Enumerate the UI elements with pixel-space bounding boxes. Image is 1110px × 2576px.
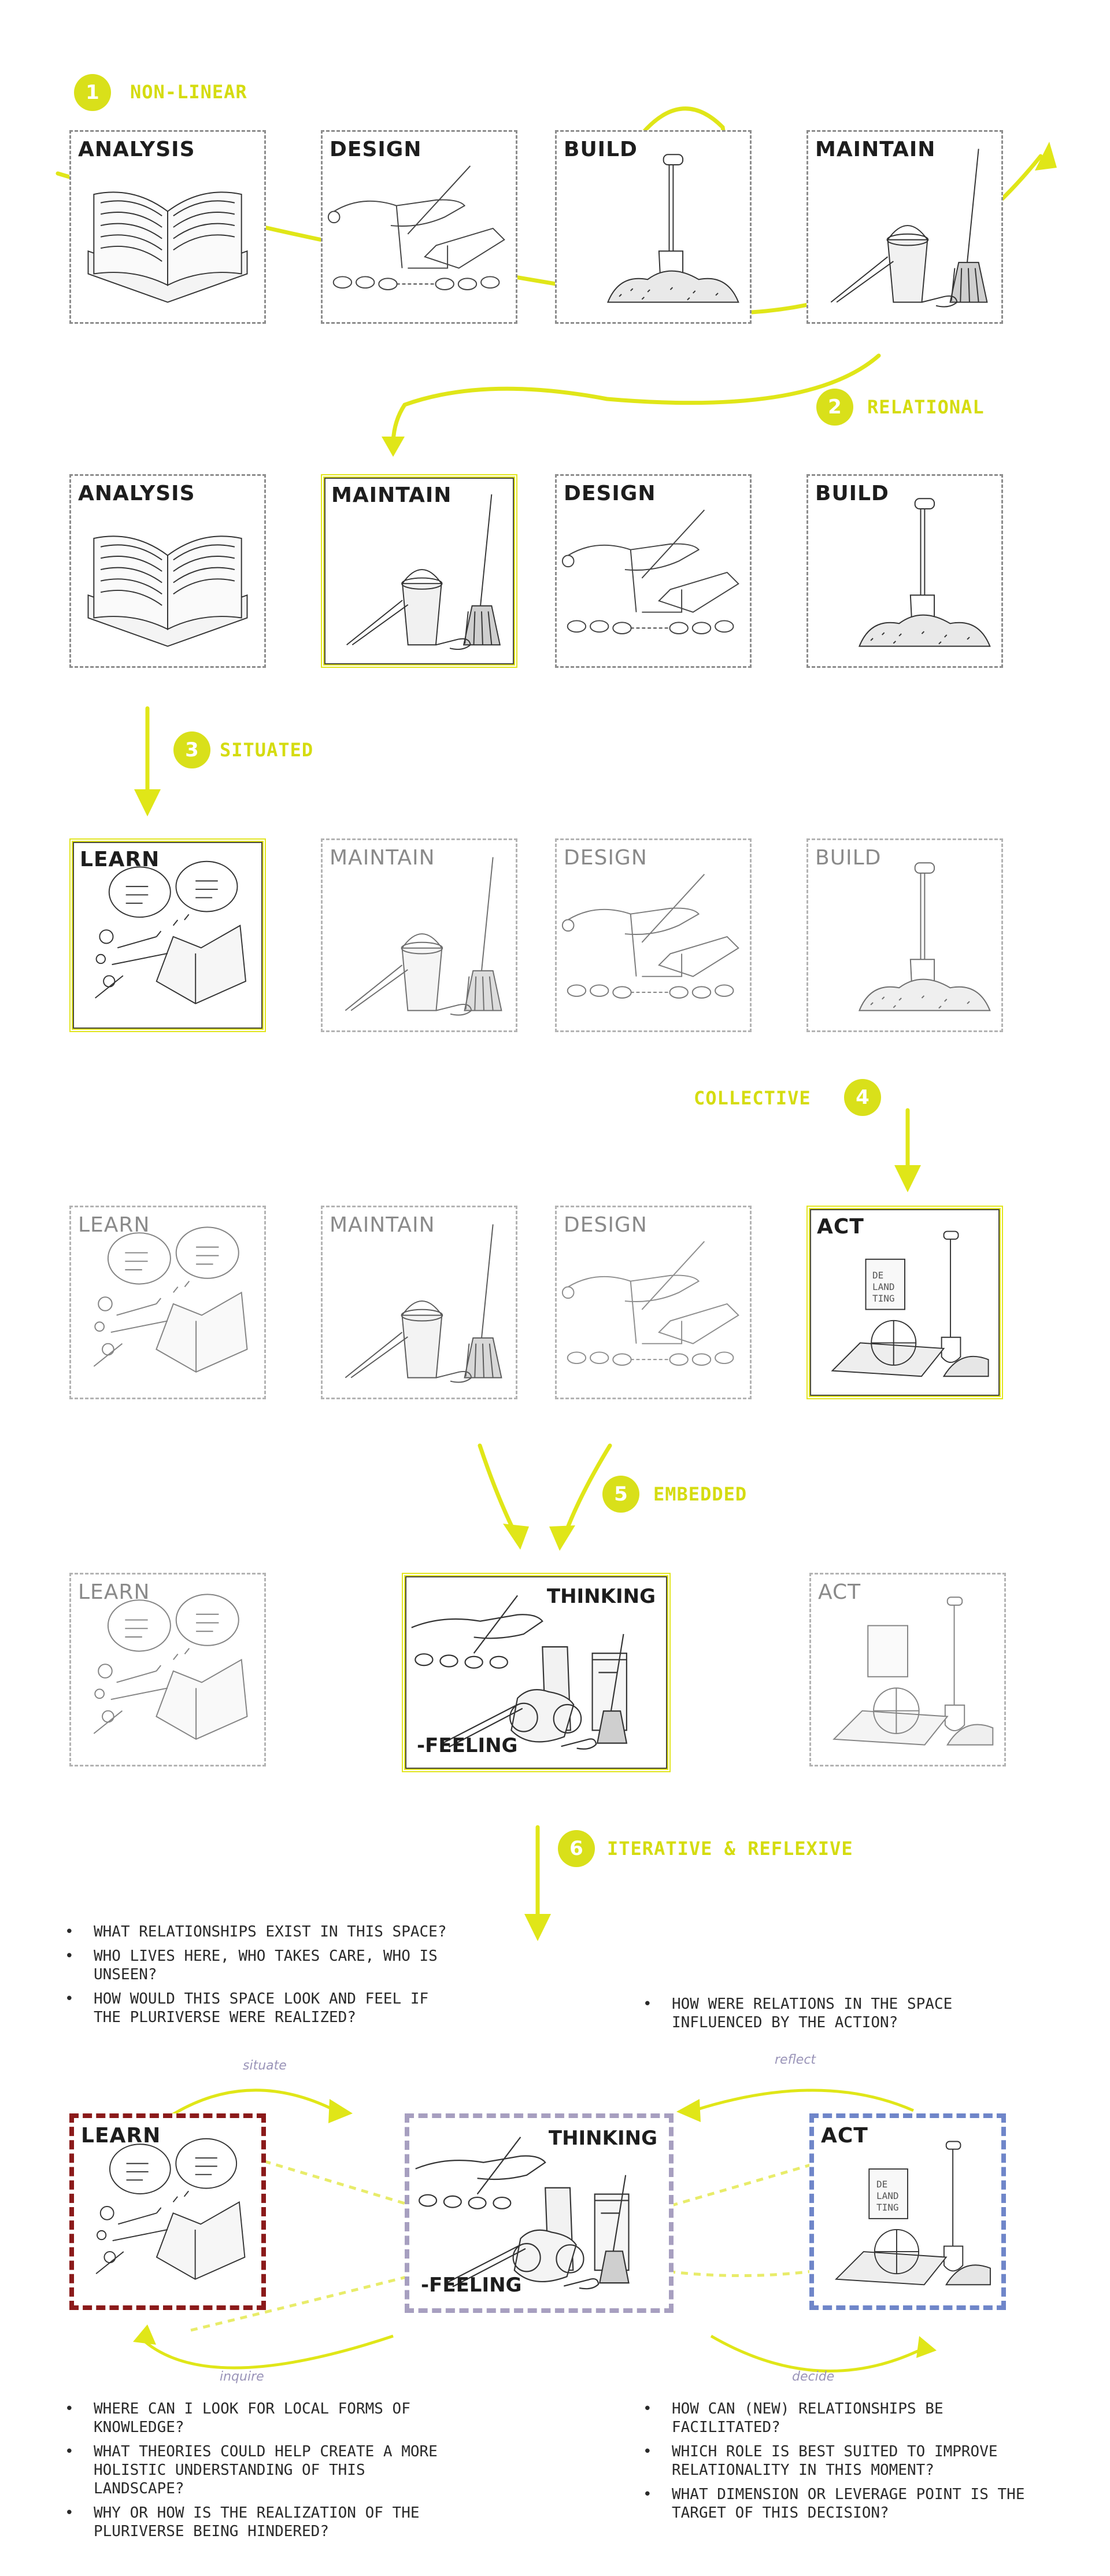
question-item: WHAT DIMENSION OR LEVERAGE POINT IS THE … <box>636 2485 1041 2522</box>
card-label: MAINTAIN <box>331 483 452 507</box>
card-thinking-feeling: THINKING -FEELING <box>402 1573 671 1772</box>
feeling-label: -FEELING <box>417 1734 518 1757</box>
question-item: HOW WERE RELATIONS IN THE SPACE INFLUENC… <box>636 1995 1041 2032</box>
loop-label-reflect: reflect <box>775 2053 816 2067</box>
card-learn: LEARN <box>69 2113 266 2310</box>
card-design: DESIGN <box>555 1206 752 1399</box>
card-label: ACT <box>818 1580 861 1604</box>
question-item: WHAT RELATIONSHIPS EXIST IN THIS SPACE? <box>58 1923 462 1941</box>
card-label: BUILD <box>815 482 889 505</box>
card-label: DESIGN <box>330 138 422 161</box>
card-build: BUILD <box>806 838 1003 1032</box>
step-3-label: SITUATED <box>220 739 314 761</box>
questions-top-left: WHAT RELATIONSHIPS EXIST IN THIS SPACE? … <box>58 1923 462 2032</box>
card-label: LEARN <box>78 1213 150 1237</box>
step-2-label: RELATIONAL <box>867 396 985 418</box>
card-maintain: MAINTAIN <box>321 474 517 668</box>
card-label: ANALYSIS <box>78 482 195 505</box>
step-1-label: NON-LINEAR <box>130 81 247 103</box>
card-build: BUILD <box>555 130 752 324</box>
card-analysis: ANALYSIS <box>69 474 266 668</box>
card-label: ACT <box>817 1215 864 1239</box>
question-item: WHERE CAN I LOOK FOR LOCAL FORMS OF KNOW… <box>58 2400 451 2437</box>
card-design: DESIGN <box>555 474 752 668</box>
card-label: DESIGN <box>564 1213 648 1237</box>
step-4-badge: 4 <box>844 1079 881 1116</box>
card-thinking-feeling: THINKING -FEELING <box>405 2113 674 2313</box>
card-label: DESIGN <box>564 482 656 505</box>
thinking-label: THINKING <box>548 2127 657 2150</box>
card-learn: LEARN <box>69 1573 266 1766</box>
card-label: ACT <box>821 2124 868 2148</box>
card-label: LEARN <box>78 1580 150 1604</box>
card-label: LEARN <box>81 2124 161 2148</box>
card-design: DESIGN <box>555 838 752 1032</box>
question-item: WHY OR HOW IS THE REALIZATION OF THE PLU… <box>58 2504 451 2541</box>
card-maintain: MAINTAIN <box>321 838 517 1032</box>
card-label: MAINTAIN <box>330 846 435 870</box>
card-label: MAINTAIN <box>330 1213 435 1237</box>
question-item: WHICH ROLE IS BEST SUITED TO IMPROVE REL… <box>636 2442 1041 2479</box>
step-5-label: EMBEDDED <box>653 1483 748 1505</box>
thinking-label: THINKING <box>546 1585 656 1608</box>
card-build: BUILD <box>806 474 1003 668</box>
card-learn: LEARN <box>69 1206 266 1399</box>
loop-label-decide: decide <box>792 2370 835 2384</box>
loop-label-inquire: inquire <box>220 2370 264 2384</box>
step-6-badge: 6 <box>558 1830 595 1867</box>
question-item: HOW WOULD THIS SPACE LOOK AND FEEL IF TH… <box>58 1990 462 2027</box>
step-6-label: ITERATIVE & REFLEXIVE <box>607 1838 853 1860</box>
loop-label-situate: situate <box>243 2058 287 2073</box>
card-label: BUILD <box>815 846 882 870</box>
step-4-label: COLLECTIVE <box>694 1087 811 1109</box>
card-analysis: ANALYSIS <box>69 130 266 324</box>
card-design: DESIGN <box>321 130 517 324</box>
card-label: DESIGN <box>564 846 648 870</box>
card-maintain: MAINTAIN <box>321 1206 517 1399</box>
feeling-label: -FEELING <box>421 2274 522 2297</box>
questions-top-right: HOW WERE RELATIONS IN THE SPACE INFLUENC… <box>636 1995 1041 2038</box>
card-label: BUILD <box>564 138 638 161</box>
card-label: MAINTAIN <box>815 138 936 161</box>
step-3-badge: 3 <box>173 731 210 768</box>
question-item: WHO LIVES HERE, WHO TAKES CARE, WHO IS U… <box>58 1947 462 1984</box>
card-label: ANALYSIS <box>78 138 195 161</box>
step-5-badge: 5 <box>602 1476 639 1513</box>
question-item: WHAT THEORIES COULD HELP CREATE A MORE H… <box>58 2442 451 2498</box>
card-label: LEARN <box>80 848 160 871</box>
step-2-badge: 2 <box>816 389 853 426</box>
questions-bottom-left: WHERE CAN I LOOK FOR LOCAL FORMS OF KNOW… <box>58 2400 451 2547</box>
questions-bottom-right: HOW CAN (NEW) RELATIONSHIPS BE FACILITAT… <box>636 2400 1041 2528</box>
step-1-badge: 1 <box>74 74 111 111</box>
card-maintain: MAINTAIN <box>806 130 1003 324</box>
question-item: HOW CAN (NEW) RELATIONSHIPS BE FACILITAT… <box>636 2400 1041 2437</box>
card-learn: LEARN <box>69 838 266 1032</box>
card-act: ACT <box>809 1573 1006 1766</box>
